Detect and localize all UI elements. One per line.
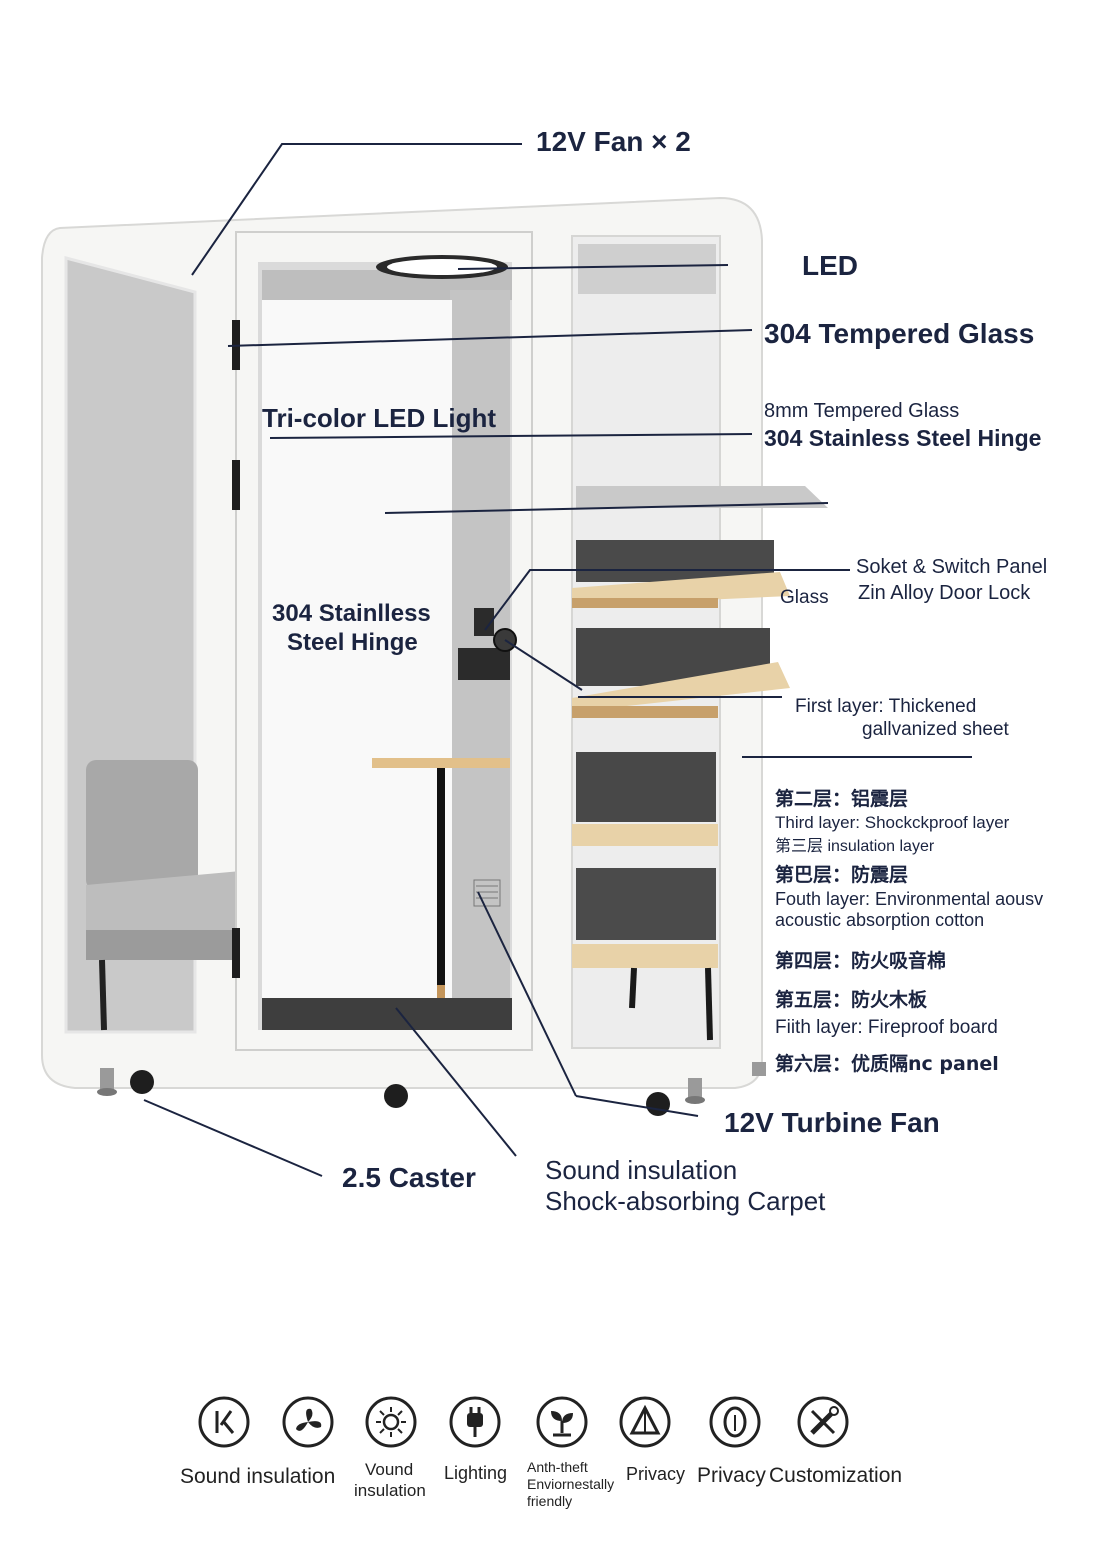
privacy-tent-icon xyxy=(619,1396,671,1448)
leader-tricolor xyxy=(269,433,753,439)
callout-tricolor: Tri-color LED Light xyxy=(262,403,496,433)
leader-socket xyxy=(484,569,850,631)
feature-label-privacy-1: Privacy xyxy=(626,1464,686,1484)
vent-grille xyxy=(473,879,501,907)
callout-layer1-b: gallvanized sheet xyxy=(862,719,1009,740)
feature-label-sound-insulation: Sound insulation xyxy=(180,1465,336,1488)
plug-icon xyxy=(449,1396,501,1448)
carpet xyxy=(262,998,512,1030)
table-top xyxy=(372,758,510,768)
leader-carpet xyxy=(395,1007,517,1157)
callout-layer5-en: Fiith layer: Fireproof board xyxy=(775,1017,998,1038)
sofa-back xyxy=(86,760,198,890)
callout-layer3-en: Third layer: Shockckproof layer xyxy=(775,813,1010,832)
callout-layer1-a: First layer: Thickened xyxy=(795,696,977,717)
callout-carpet-a: Sound insulation xyxy=(545,1155,738,1185)
callout-layer4-en-a: Fouth layer: Environmental aousv xyxy=(775,889,1044,909)
feature-label-privacy-2: Privacy xyxy=(697,1464,766,1487)
callout-led: LED xyxy=(802,250,858,281)
leader-lines xyxy=(143,143,972,1177)
callout-carpet-b: Shock-absorbing Carpet xyxy=(545,1186,826,1216)
feature-label-lighting: Lighting xyxy=(444,1463,508,1483)
callout-socket-panel: Soket & Switch Panel xyxy=(856,556,1048,578)
feature-label-vound-a: Vound xyxy=(365,1460,414,1479)
leader-glass-304 xyxy=(227,329,753,347)
hinge-mid xyxy=(232,460,240,510)
leader-caster xyxy=(143,1099,323,1177)
feature-label-vound-b: insulation xyxy=(354,1481,426,1500)
leaf-icon xyxy=(709,1396,761,1448)
plant-icon xyxy=(536,1396,588,1448)
tools-icon xyxy=(797,1396,849,1448)
callout-hinge-left-2: Steel Hinge xyxy=(287,629,418,656)
callout-layer2-cn: 第二层：铝震层 xyxy=(775,788,909,810)
callout-fan-top: 12V Fan × 2 xyxy=(536,126,691,157)
feature-label-antitheft-b: Enviornestally xyxy=(527,1476,615,1492)
leader-fan-top xyxy=(191,143,522,276)
feature-label-antitheft-a: Anth-theft xyxy=(527,1459,588,1475)
callout-layer3-cn: 第三层 insulation layer xyxy=(775,838,935,855)
socket-panel xyxy=(458,648,510,680)
callout-hinge-right: 304 Stainless Steel Hinge xyxy=(764,425,1042,451)
callout-glass-304: 304 Tempered Glass xyxy=(764,318,1035,349)
callout-layer4-cn: 第四层：防火吸音棉 xyxy=(775,950,947,972)
callout-turbine-fan: 12V Turbine Fan xyxy=(724,1107,940,1138)
callout-glass: Glass xyxy=(780,587,829,608)
callout-caster: 2.5 Caster xyxy=(342,1162,476,1193)
callout-layer5-cn: 第五层：防火木板 xyxy=(775,989,928,1011)
fan-icon xyxy=(282,1396,334,1448)
callout-glass-8mm: 8mm Tempered Glass xyxy=(764,400,960,422)
callout-layer6-cn: 第六层：优质隔nc panel xyxy=(775,1053,999,1075)
feature-label-customization: Customization xyxy=(769,1464,903,1487)
glass-plate xyxy=(576,486,828,508)
lighting-icon xyxy=(365,1396,417,1448)
leader-lock xyxy=(504,639,583,691)
hinge-bottom xyxy=(232,928,240,978)
callout-hinge-left-1: 304 Stainlless xyxy=(272,600,431,627)
callout-layer3b-cn: 第巴层：防震层 xyxy=(775,864,909,886)
sound-insulation-icon xyxy=(198,1396,250,1448)
leader-led xyxy=(457,264,729,270)
callout-door-lock: Zin Alloy Door Lock xyxy=(858,582,1031,604)
feature-label-antitheft-c: friendly xyxy=(527,1493,573,1509)
leader-turbine xyxy=(477,891,577,1097)
callout-layer4-en-b: acoustic absorption cotton xyxy=(775,910,985,930)
leader-glass-plate xyxy=(384,502,829,514)
